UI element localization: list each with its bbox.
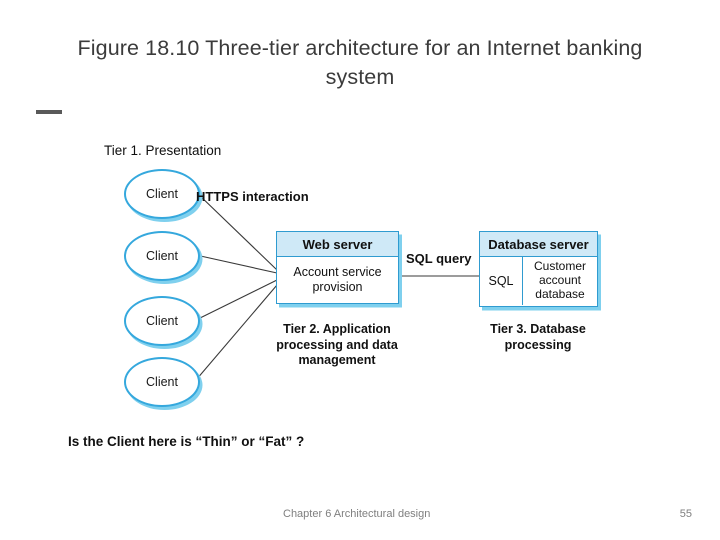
client-node-2: Client <box>124 231 200 281</box>
tier2-caption: Tier 2. Application processing and data … <box>276 322 398 368</box>
database-server-box: Database server SQL Customer account dat… <box>479 231 598 307</box>
tier3-caption: Tier 3. Database processing <box>490 322 586 352</box>
title-underline-dash <box>36 110 62 114</box>
client-node-3-label: Client <box>146 314 178 328</box>
architecture-diagram: Tier 1. Presentation Client Client Clien… <box>0 130 720 420</box>
sql-cell: SQL <box>480 257 523 305</box>
web-server-box: Web server Account service provision <box>276 231 399 304</box>
page-title: Figure 18.10 Three-tier architecture for… <box>77 36 643 90</box>
sql-query-label: SQL query <box>406 251 472 266</box>
footer-chapter-label: Chapter 6 Architectural design <box>283 508 431 520</box>
tier1-label: Tier 1. Presentation <box>104 143 222 158</box>
https-interaction-label: HTTPS interaction <box>196 189 309 204</box>
customer-account-database-cell: Customer account database <box>533 259 586 301</box>
client-node-3: Client <box>124 296 200 346</box>
question-text: Is the Client here is “Thin” or “Fat” ? <box>68 434 305 449</box>
client-node-1: Client <box>124 169 200 219</box>
connector-lines <box>195 191 480 381</box>
client-node-4-label: Client <box>146 375 178 389</box>
client-node-4: Client <box>124 357 200 407</box>
footer-page-number: 55 <box>679 508 692 520</box>
client-node-2-label: Client <box>146 249 178 263</box>
client-node-1-label: Client <box>146 187 178 201</box>
database-server-header: Database server <box>480 232 597 257</box>
web-server-header: Web server <box>277 232 398 257</box>
database-server-body: SQL Customer account database <box>480 257 597 305</box>
web-server-body: Account service provision <box>293 264 382 294</box>
